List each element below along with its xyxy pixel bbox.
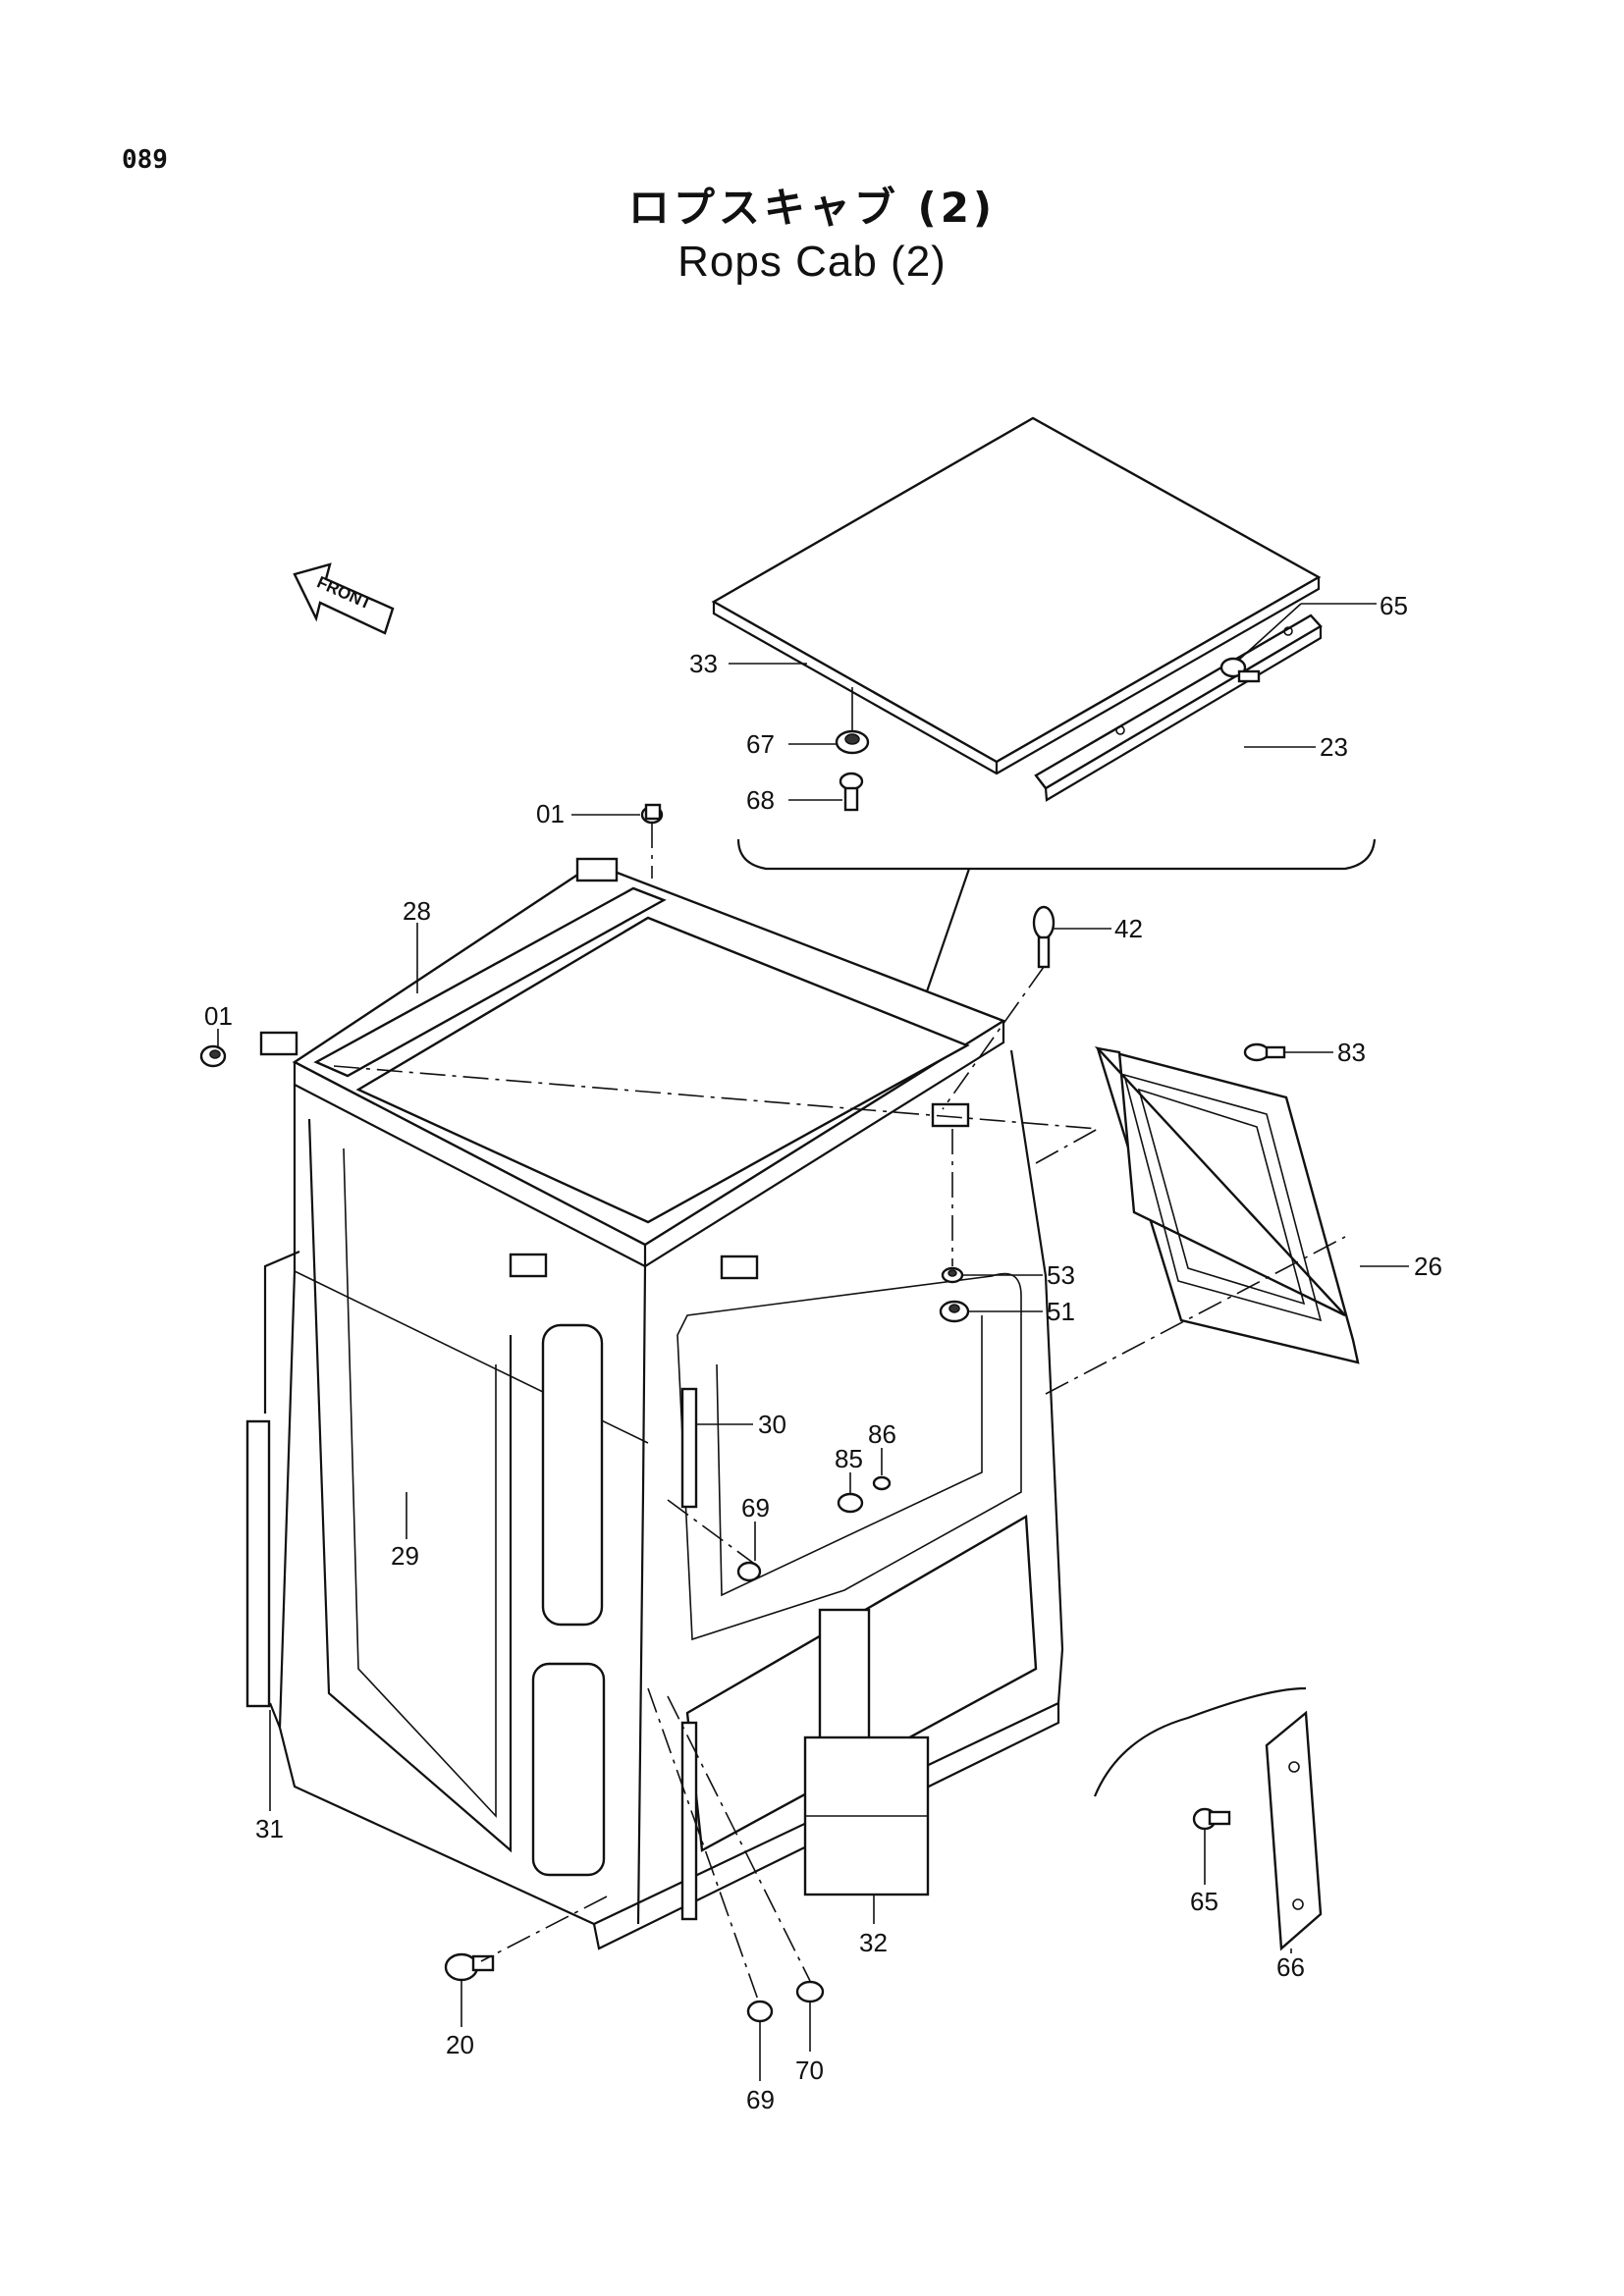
callout-01-left: 01 bbox=[204, 1001, 233, 1031]
nut-69-upper bbox=[736, 1561, 762, 1582]
callout-65-top: 65 bbox=[1380, 591, 1408, 620]
washer-53 bbox=[941, 1266, 964, 1284]
callout-29: 29 bbox=[391, 1541, 419, 1571]
callout-85: 85 bbox=[835, 1444, 863, 1473]
bolt-83 bbox=[1243, 1042, 1286, 1062]
leader-lines bbox=[217, 603, 1409, 2081]
callout-83: 83 bbox=[1337, 1038, 1366, 1067]
plate-66 bbox=[1093, 1686, 1323, 1951]
callout-31: 31 bbox=[255, 1814, 284, 1843]
front-arrow-icon: FRONT bbox=[293, 562, 395, 635]
bolt-68 bbox=[839, 772, 864, 812]
rail-23 bbox=[1034, 614, 1323, 802]
nut-69-lower bbox=[746, 2000, 774, 2023]
page-number: 089 bbox=[122, 145, 168, 175]
callout-53: 53 bbox=[1047, 1260, 1075, 1290]
nut-85 bbox=[837, 1492, 864, 1514]
title-english: Rops Cab (2) bbox=[677, 238, 947, 286]
callout-01-top: 01 bbox=[536, 799, 565, 828]
washer-86 bbox=[872, 1475, 892, 1491]
callout-67: 67 bbox=[746, 729, 775, 759]
callout-65-lower: 65 bbox=[1190, 1887, 1218, 1916]
callout-66: 66 bbox=[1276, 1952, 1305, 1982]
callout-69-lower: 69 bbox=[746, 2085, 775, 2114]
callout-51: 51 bbox=[1047, 1297, 1075, 1326]
callout-23: 23 bbox=[1320, 732, 1348, 762]
nut-51 bbox=[939, 1300, 970, 1323]
bolt-20 bbox=[444, 1952, 495, 1982]
plug-01-left bbox=[199, 1044, 227, 1068]
callout-32: 32 bbox=[859, 1928, 888, 1957]
callout-68: 68 bbox=[746, 785, 775, 815]
group-bracket bbox=[736, 838, 1377, 871]
callout-86: 86 bbox=[868, 1419, 896, 1449]
bolt-65-lower bbox=[1192, 1807, 1231, 1831]
callout-69-upper: 69 bbox=[741, 1493, 770, 1522]
callout-20: 20 bbox=[446, 2030, 474, 2059]
callout-26: 26 bbox=[1414, 1252, 1442, 1281]
cap-70 bbox=[795, 1980, 825, 2003]
callout-28: 28 bbox=[403, 896, 431, 926]
callout-70: 70 bbox=[795, 2056, 824, 2085]
callout-labels: 33 65 67 23 68 01 28 42 01 83 53 26 51 3… bbox=[204, 591, 1442, 2114]
title-japanese: ロプスキャブ (2) bbox=[627, 184, 997, 232]
washer-67 bbox=[835, 687, 870, 755]
callout-33: 33 bbox=[689, 649, 718, 678]
window-26 bbox=[1094, 1046, 1360, 1364]
callout-30: 30 bbox=[758, 1410, 786, 1439]
callout-42: 42 bbox=[1114, 914, 1143, 943]
eyebolt-42 bbox=[1032, 905, 1056, 969]
bolt-65-top bbox=[1219, 657, 1261, 683]
roof-panel-33 bbox=[711, 416, 1322, 775]
plug-01-top bbox=[640, 803, 664, 825]
cab-frame bbox=[245, 857, 1064, 1950]
